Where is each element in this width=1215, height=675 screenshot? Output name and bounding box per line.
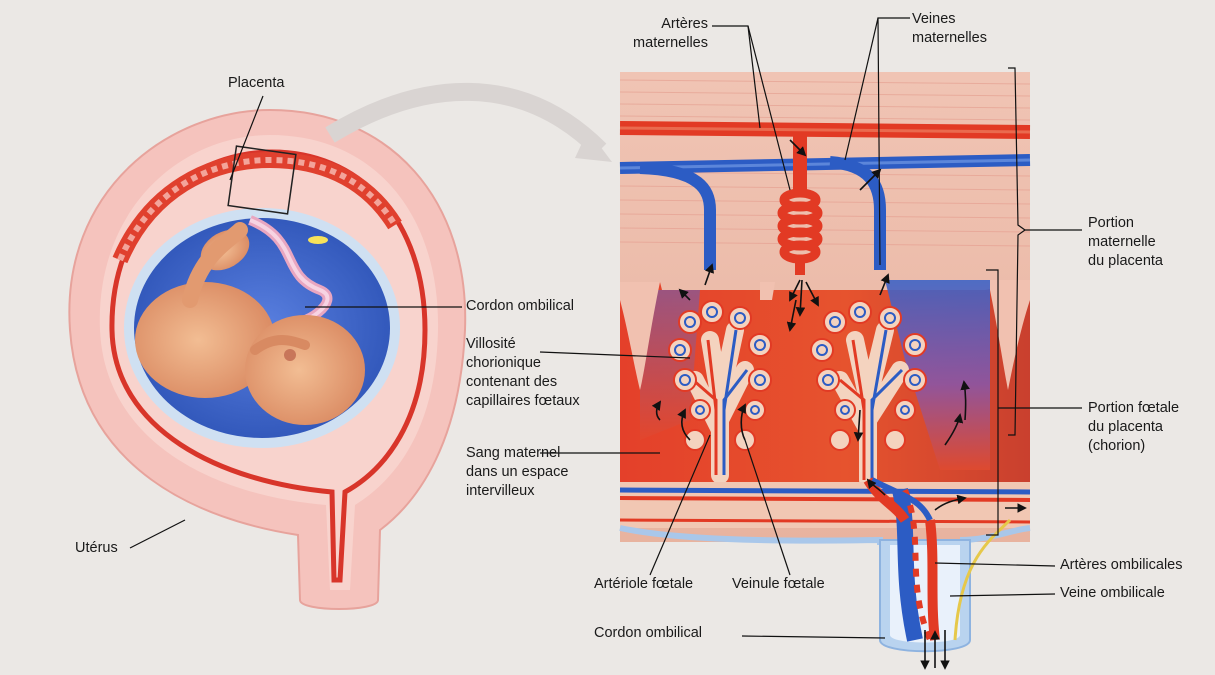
label-fetal-venule: Veinule fœtale	[732, 575, 825, 594]
label-fetal-portion: Portion fœtale du placenta (chorion)	[1088, 399, 1179, 456]
label-umbilical-vein: Veine ombilicale	[1060, 584, 1165, 603]
label-maternal-arteries: Artères maternelles	[632, 15, 708, 53]
label-umbilical-arteries: Artères ombilicales	[1060, 556, 1183, 575]
label-fetal-arteriole: Artériole fœtale	[594, 575, 693, 594]
label-umbilical-cord-bottom: Cordon ombilical	[594, 624, 702, 643]
label-uterus: Utérus	[75, 539, 118, 558]
label-maternal-veins: Veines maternelles	[912, 10, 987, 48]
label-placenta: Placenta	[228, 74, 284, 93]
label-maternal-portion: Portion maternelle du placenta	[1088, 214, 1163, 271]
label-chorionic-villus: Villosité chorionique contenant des capi…	[466, 335, 580, 411]
label-maternal-blood: Sang maternel dans un espace intervilleu…	[466, 444, 568, 501]
label-umbilical-cord-left: Cordon ombilical	[466, 297, 574, 316]
